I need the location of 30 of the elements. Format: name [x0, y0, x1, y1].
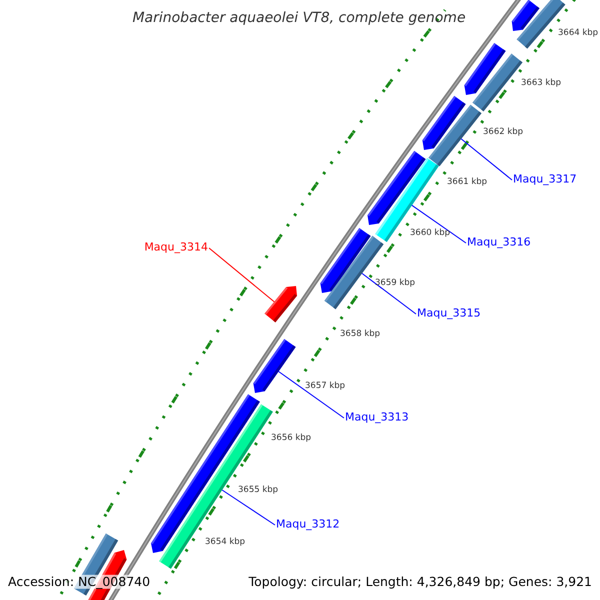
leader-line — [411, 204, 466, 244]
gene-label: Maqu_3315 — [417, 308, 481, 320]
leader-line — [208, 248, 275, 302]
leader-line — [278, 371, 344, 418]
tick-label: 3656 kbp — [271, 434, 312, 444]
tick-label: 3660 kbp — [410, 229, 450, 239]
leader-line — [460, 138, 512, 180]
genome-info-text: Topology: circular; Length: 4,326,849 bp; Genes: 3,921 — [248, 574, 592, 590]
gene-label: Maqu_3312 — [276, 518, 340, 532]
tick-label: 3657 kbp — [305, 382, 346, 392]
tick-label: 3664 kbp — [558, 29, 598, 39]
gene-label: Maqu_3316 — [467, 236, 531, 250]
gene-feature-bar — [472, 54, 522, 112]
tick-label: 3655 kbp — [238, 486, 278, 496]
gene-label: Maqu_3313 — [345, 412, 409, 424]
gene-block — [253, 339, 296, 393]
tick-label: 3658 kbp — [340, 330, 380, 340]
gene-feature-bar — [428, 104, 482, 166]
tick-label: 3659 kbp — [375, 279, 416, 289]
leader-line — [222, 490, 276, 526]
tick-label: 3662 kbp — [483, 128, 524, 138]
tick-label: 3663 kbp — [521, 79, 562, 89]
chart-title: Marinobacter aquaeolei VT8, complete genome — [132, 10, 466, 26]
tick-label: 3654 kbp — [205, 538, 246, 548]
gene-block — [264, 286, 297, 322]
leader-line — [362, 272, 416, 314]
tick-label: 3661 kbp — [447, 178, 488, 188]
accession-text: Accession: NC_008740 — [8, 574, 150, 590]
gene-label: Maqu_3314 — [144, 242, 208, 254]
gene-label: Maqu_3317 — [513, 174, 577, 186]
